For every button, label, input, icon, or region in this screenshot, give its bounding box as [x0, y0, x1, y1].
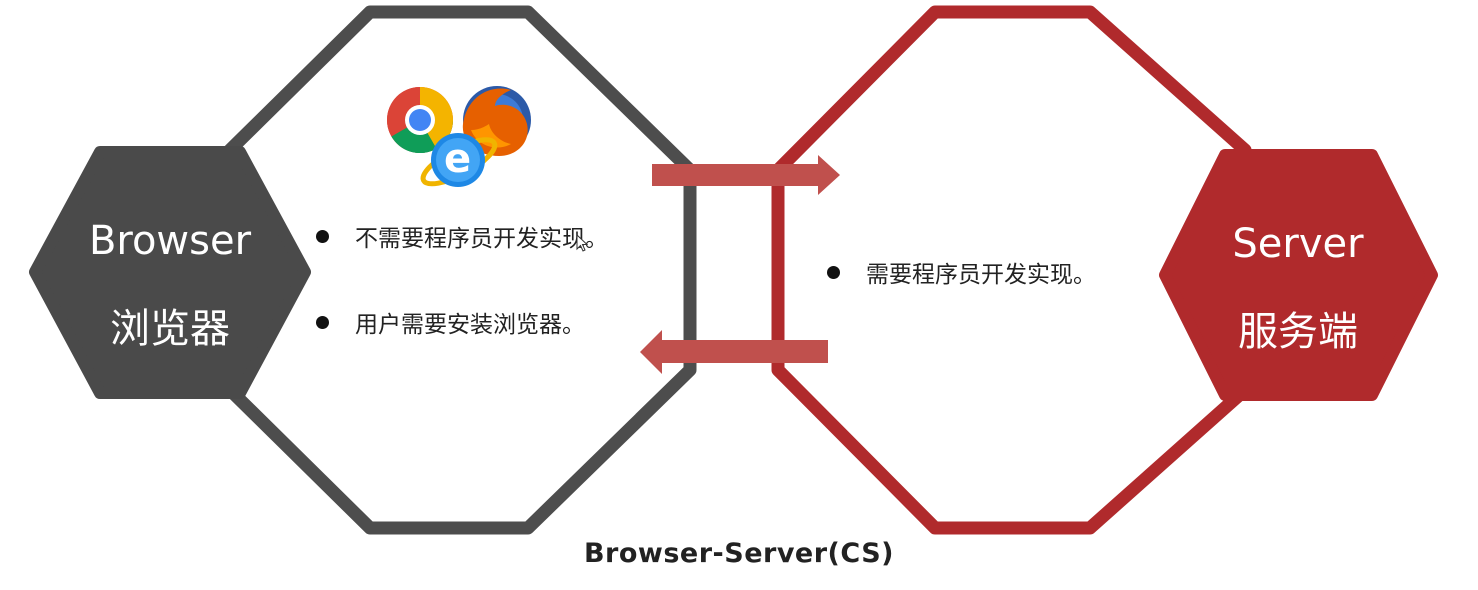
server-title-zh: 服务端 — [1238, 309, 1358, 355]
server-outline-hexagon — [771, 5, 1252, 535]
browser-bullet-item: 不需要程序员开发实现。 — [316, 219, 608, 253]
arrow-left — [640, 330, 828, 374]
ie-icon: e — [420, 133, 498, 187]
bullet-icon — [827, 265, 840, 279]
bullet-icon — [316, 315, 329, 329]
server-title-en: Server — [1232, 221, 1364, 267]
browser-badge-hexagon — [29, 146, 311, 399]
diagram-caption: Browser-Server(CS) — [583, 538, 895, 569]
arrow-right — [652, 155, 840, 195]
browser-bullet-text: 用户需要安装浏览器。 — [355, 312, 585, 338]
browser-bullet-item: 用户需要安装浏览器。 — [316, 305, 585, 339]
server-badge-hexagon — [1159, 149, 1438, 401]
browser-title-en: Browser — [88, 218, 252, 264]
svg-text:e: e — [444, 136, 471, 182]
chrome-icon — [386, 86, 453, 154]
browser-icons-group: e — [382, 82, 537, 194]
server-bullet-text: 需要程序员开发实现。 — [866, 262, 1096, 288]
browser-title-zh: 浏览器 — [110, 306, 230, 352]
server-bullet-item: 需要程序员开发实现。 — [827, 255, 1096, 289]
bullet-icon — [316, 229, 329, 243]
browser-bullet-text: 不需要程序员开发实现。 — [355, 226, 608, 252]
mouse-cursor-icon — [576, 234, 588, 252]
